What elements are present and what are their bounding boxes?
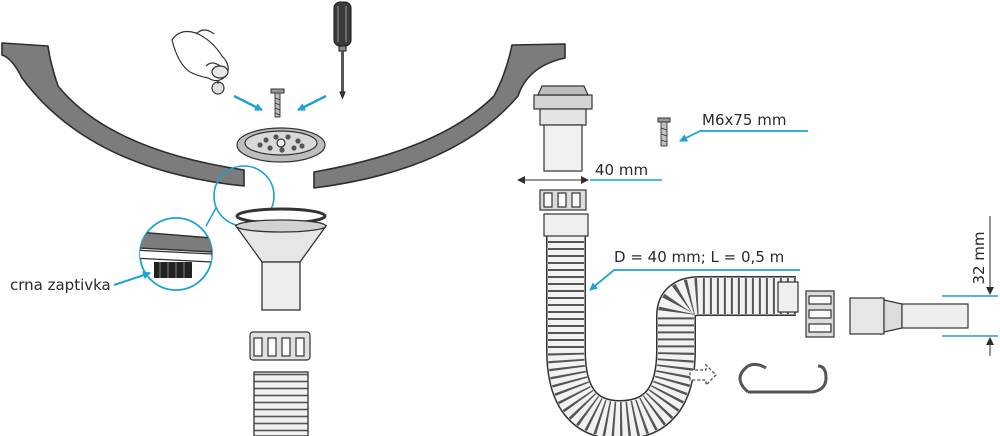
screw-label: M6x75 mm (702, 111, 786, 129)
width-dimension: 40 mm (517, 161, 662, 184)
drain-body (234, 207, 328, 311)
detail-magnifier (139, 165, 275, 291)
height-dimension: 32 mm (942, 216, 998, 356)
height-label: 32 mm (970, 231, 988, 284)
outlet-nut (805, 290, 835, 338)
direction-arrows (233, 94, 327, 112)
outlet-pipe (849, 297, 969, 335)
hand-icon (171, 29, 229, 95)
hook-clip-icon (738, 362, 828, 394)
nut-icon (249, 331, 311, 361)
gasket-label: crna zaptivka (10, 276, 111, 294)
hollow-arrow-icon (689, 363, 717, 387)
screwdriver-icon (333, 1, 352, 100)
screw-callout: M6x75 mm (679, 111, 808, 142)
hose-callout: D = 40 mm; L = 0,5 m (589, 248, 800, 291)
sink-basin (1, 42, 566, 189)
corrugated-hose (543, 213, 799, 436)
screw-m6-icon (657, 117, 671, 147)
hose-label: D = 40 mm; L = 0,5 m (614, 248, 784, 266)
width-label: 40 mm (595, 161, 648, 179)
upper-drain-tube (533, 85, 593, 172)
screw-icon (270, 88, 285, 118)
threaded-tube (253, 371, 309, 436)
gasket-callout: crna zaptivka (10, 271, 151, 294)
coupling-nut (539, 189, 587, 211)
strainer-grate-icon (236, 127, 326, 163)
